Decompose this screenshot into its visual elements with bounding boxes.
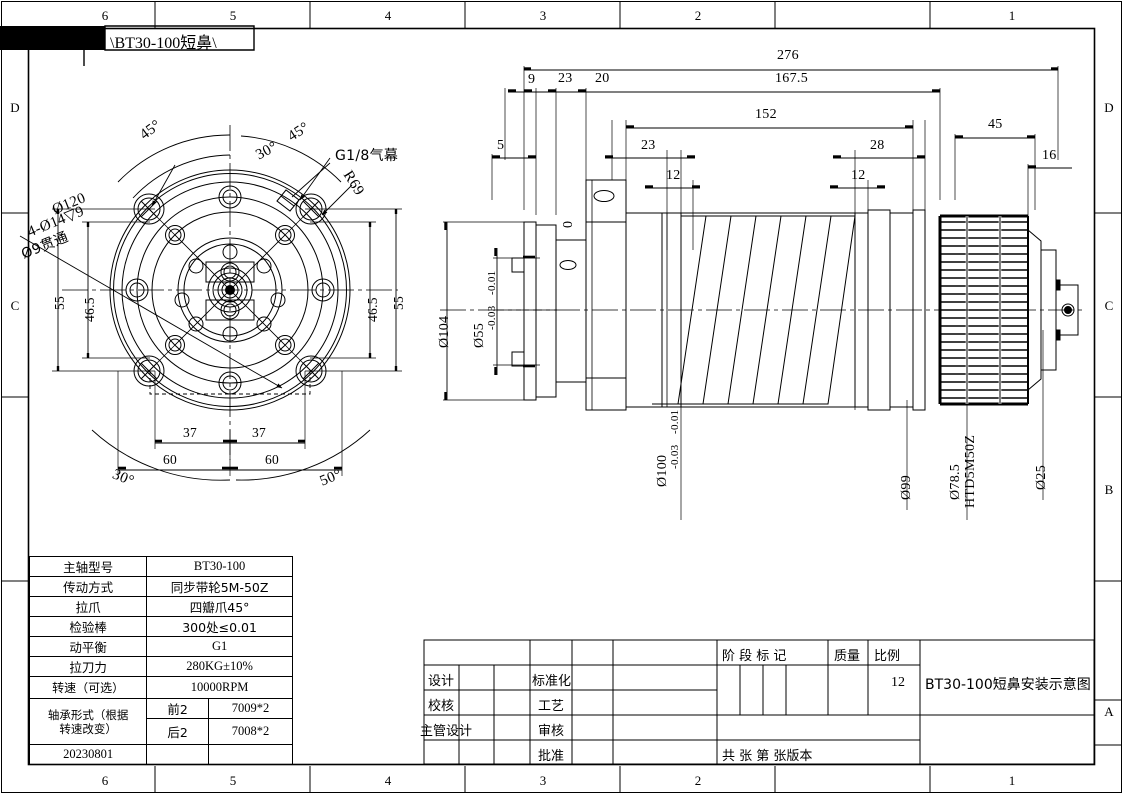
spec-row-claw: 拉爪 四瓣爪45° bbox=[28, 596, 293, 617]
side-dim-12-left: 12 bbox=[666, 168, 681, 183]
zone-right-b: B bbox=[1104, 482, 1114, 497]
zone-bottom-1: 1 bbox=[1008, 773, 1016, 788]
zone-top-3: 3 bbox=[539, 8, 547, 23]
zone-top-6: 6 bbox=[101, 8, 109, 23]
spec-row-date: 20230801 bbox=[28, 744, 293, 765]
title-scale: 比例 bbox=[874, 649, 901, 664]
side-dim-20: 20 bbox=[595, 71, 610, 86]
spec-label-model: 主轴型号 bbox=[28, 556, 148, 577]
side-dim-152: 152 bbox=[755, 107, 777, 122]
zone-top-1: 1 bbox=[1008, 8, 1016, 23]
zone-top-2: 2 bbox=[694, 8, 702, 23]
title-design: 设计 bbox=[428, 674, 455, 689]
bearing-label-line1: 轴承形式（根据 bbox=[47, 707, 129, 722]
spec-row-model: 主轴型号 BT30-100 bbox=[28, 556, 293, 577]
spec-value-speed: 10000RPM bbox=[146, 676, 293, 699]
front-air-curtain-label: G1/8气幕 bbox=[335, 148, 399, 164]
zone-left-d: D bbox=[10, 100, 20, 115]
spec-label-testbar: 检验棒 bbox=[28, 616, 148, 637]
side-dim-28: 28 bbox=[870, 138, 885, 153]
bearing-label-line2: 转速改变） bbox=[59, 721, 117, 736]
file-title-label: \BT30-100短鼻\ bbox=[110, 35, 217, 52]
spec-date: 20230801 bbox=[28, 744, 148, 765]
zone-top-5: 5 bbox=[229, 8, 237, 23]
title-approve: 批准 bbox=[538, 749, 565, 764]
title-review: 审核 bbox=[538, 724, 565, 739]
spec-value-drawbar: 280KG±10% bbox=[146, 656, 293, 677]
spec-bearing-rear-value: 7008*2 bbox=[208, 718, 293, 745]
title-check: 校核 bbox=[428, 699, 455, 714]
spec-label-drive: 传动方式 bbox=[28, 576, 148, 597]
title-drawing-name: BT30-100短鼻安装示意图 bbox=[925, 677, 1091, 693]
zone-bottom-2: 2 bbox=[694, 773, 702, 788]
zone-bottom-5: 5 bbox=[229, 773, 237, 788]
side-dim-167-5: 167.5 bbox=[775, 71, 808, 86]
spec-value-claw: 四瓣爪45° bbox=[146, 596, 293, 617]
spec-row-balance: 动平衡 G1 bbox=[28, 636, 293, 657]
spec-row-drive: 传动方式 同步带轮5M-50Z bbox=[28, 576, 293, 597]
spec-bearing-rear-label: 后2 bbox=[146, 718, 210, 745]
front-dim-37-right: 37 bbox=[252, 425, 267, 440]
title-sheet-info: 共 张 第 张版本 bbox=[722, 749, 813, 764]
title-process: 工艺 bbox=[538, 699, 565, 714]
zone-bottom-4: 4 bbox=[384, 773, 392, 788]
title-standardize: 标准化 bbox=[532, 674, 572, 689]
spec-row-drawbar: 拉刀力 280KG±10% bbox=[28, 656, 293, 677]
side-dim-9: 9 bbox=[528, 72, 536, 87]
zone-bottom-6: 6 bbox=[101, 773, 109, 788]
side-dim-276: 276 bbox=[777, 48, 799, 63]
spec-row-testbar: 检验棒 300处≤0.01 bbox=[28, 616, 293, 637]
side-dim-5: 5 bbox=[497, 138, 505, 153]
zone-top-4: 4 bbox=[384, 8, 392, 23]
side-dim-12-right: 12 bbox=[851, 168, 866, 183]
spec-label-claw: 拉爪 bbox=[28, 596, 148, 617]
spec-date-blank-2 bbox=[208, 744, 293, 765]
spec-table: 主轴型号 BT30-100 传动方式 同步带轮5M-50Z 拉爪 四瓣爪45° … bbox=[28, 556, 293, 765]
spec-row-bearing-rear: 后2 7008*2 bbox=[30, 718, 293, 745]
side-dim-23-mid: 23 bbox=[641, 138, 656, 153]
front-dim-37-left: 37 bbox=[183, 425, 198, 440]
title-stage-mark: 阶 段 标 记 bbox=[722, 649, 787, 664]
zone-right-a: A bbox=[1104, 704, 1114, 719]
side-dim-45: 45 bbox=[988, 117, 1003, 132]
title-bar-black bbox=[0, 26, 105, 50]
front-dim-60-right: 60 bbox=[265, 452, 280, 467]
zone-right-d: D bbox=[1104, 100, 1114, 115]
front-dim-60-left: 60 bbox=[163, 452, 178, 467]
title-scale-value: 12 bbox=[891, 675, 905, 690]
spec-value-drive: 同步带轮5M-50Z bbox=[146, 576, 293, 597]
zone-left-c: C bbox=[10, 298, 20, 313]
side-dim-16: 16 bbox=[1042, 148, 1057, 163]
zone-bottom-3: 3 bbox=[539, 773, 547, 788]
zone-right-c: C bbox=[1104, 298, 1114, 313]
side-dim-23-top: 23 bbox=[558, 71, 573, 86]
title-chief-design: 主管设计 bbox=[420, 724, 473, 739]
title-quality: 质量 bbox=[834, 649, 861, 664]
